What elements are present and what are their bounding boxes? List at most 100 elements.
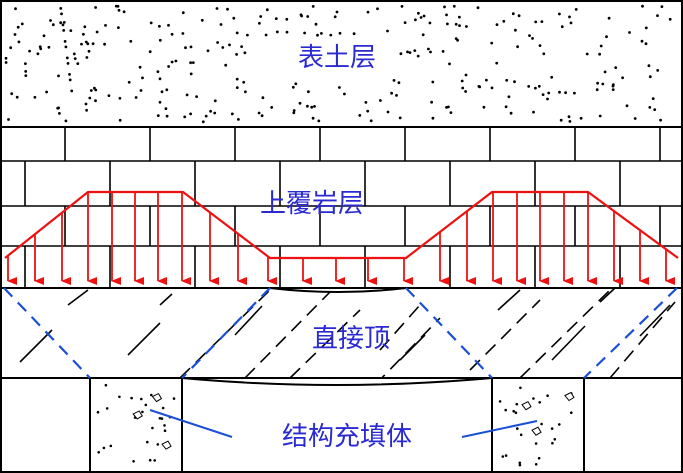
soil-dot (546, 97, 549, 101)
soil-dot (237, 118, 240, 121)
aggregate-dot (160, 417, 164, 420)
soil-dot (558, 12, 561, 16)
soil-dot (59, 21, 63, 25)
aggregate-dot (519, 386, 522, 390)
soil-dot (482, 105, 486, 109)
soil-dot (644, 42, 648, 46)
soil-dot (244, 90, 247, 94)
fill-pillar-left (89, 377, 183, 473)
roof-fracture (127, 322, 161, 356)
aggregate-dot (144, 403, 148, 407)
soil-dot (139, 89, 143, 92)
soil-dot (294, 82, 298, 86)
soil-dot (62, 21, 66, 24)
break-line-left-inner (181, 287, 271, 379)
soil-dot (668, 17, 672, 21)
soil-dot (57, 74, 60, 78)
soil-dot (596, 81, 599, 85)
soil-dot (165, 114, 169, 118)
soil-dot (441, 50, 445, 53)
soil-dot (303, 31, 306, 35)
soil-dot (84, 102, 88, 106)
soil-dot (403, 21, 407, 24)
soil-dot (184, 46, 187, 50)
soil-dot (448, 62, 451, 66)
soil-dot (573, 91, 576, 95)
soil-dot (358, 114, 362, 117)
aggregate-dot (515, 402, 519, 406)
soil-dot (264, 33, 268, 37)
soil-dot (364, 101, 368, 104)
soil-dot (83, 25, 87, 29)
soil-dot (33, 95, 37, 99)
soil-dot (24, 74, 28, 77)
soil-dot (633, 117, 637, 120)
soil-dot (228, 43, 231, 47)
soil-dot (61, 23, 65, 27)
soil-dot (235, 77, 239, 81)
soil-dot (13, 33, 17, 36)
soil-dot (443, 5, 446, 9)
soil-dot (513, 80, 516, 84)
soil-dot (94, 99, 97, 103)
aggregate-stone (564, 391, 575, 402)
aggregate-dot (558, 423, 561, 426)
roof-fracture (599, 287, 616, 303)
soil-dot (540, 20, 544, 23)
roof-fracture-dashed (609, 301, 676, 379)
immediate-roof-label: 直接顶 (312, 324, 390, 354)
soil-dot (134, 96, 138, 99)
soil-dot (107, 94, 111, 97)
soil-dot (70, 89, 74, 93)
fill-pillar-right (491, 377, 585, 473)
soil-dot (95, 30, 99, 34)
soil-dot (68, 73, 71, 76)
soil-dot (64, 119, 68, 123)
soil-dot (428, 21, 432, 25)
soil-dot (329, 33, 333, 37)
soil-dot (174, 59, 178, 63)
soil-dot (118, 118, 122, 122)
soil-dot (607, 16, 611, 20)
soil-dot (647, 64, 651, 68)
soil-dot (366, 109, 370, 113)
break-lines (3, 287, 678, 379)
soil-dot (531, 37, 534, 40)
soil-dot (547, 91, 551, 95)
aggregate-dot (105, 407, 109, 410)
soil-dot (449, 111, 453, 114)
soil-dot (167, 65, 171, 68)
soil-dot (558, 90, 561, 94)
aggregate-stone (521, 401, 532, 411)
soil-dot (419, 16, 423, 19)
soil-dot (63, 40, 67, 43)
aggregate-dot (148, 458, 152, 462)
soil-dot (138, 65, 142, 69)
soil-dot (461, 86, 465, 90)
soil-dot (17, 40, 21, 44)
soil-dot (89, 89, 93, 92)
soil-dot (88, 96, 92, 100)
soil-dot (117, 26, 120, 29)
aggregate-dot (537, 456, 541, 460)
soil-dot (117, 8, 121, 12)
soil-dot (189, 45, 193, 49)
soil-dot (181, 32, 185, 35)
aggregate-dot (551, 441, 554, 445)
soil-dot (270, 106, 274, 109)
soil-dot (291, 85, 295, 89)
soil-dot (24, 62, 27, 65)
soil-dot (611, 84, 615, 88)
soil-dot (84, 40, 88, 44)
soil-dot (85, 56, 89, 59)
aggregate-dot (141, 410, 144, 414)
soil-dot (416, 54, 420, 58)
soil-dot (413, 49, 417, 52)
soil-dot (641, 4, 644, 8)
soil-dot (550, 75, 554, 79)
soil-dot (38, 45, 42, 49)
soil-dot (397, 81, 401, 85)
soil-dot (156, 70, 160, 73)
soil-dot (395, 94, 398, 97)
soil-dot (560, 25, 564, 29)
